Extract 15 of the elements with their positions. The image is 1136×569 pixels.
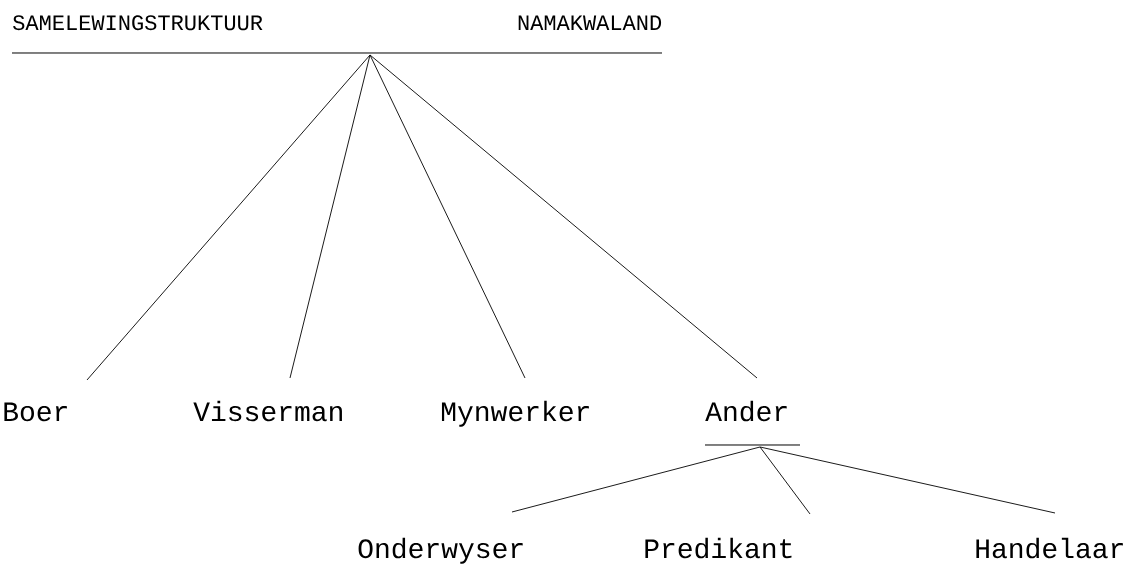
label-text: Handelaar — [976, 537, 1123, 559]
connector-line — [369, 54, 526, 379]
label-text: Visserman — [193, 400, 342, 422]
underlined-heading: SAMELEWINGSTRUKTUUR NAMAKWALAND — [11, 15, 663, 54]
label-text: Onderwyser — [358, 537, 523, 564]
connector-line — [759, 446, 1056, 514]
connector-line — [86, 54, 371, 381]
connector-line — [369, 54, 758, 379]
label-text: Boer — [4, 402, 67, 422]
connector-line — [759, 446, 811, 515]
connector-line — [289, 54, 371, 379]
connector-line — [511, 446, 761, 513]
underlined-heading: Ander — [704, 400, 801, 446]
label-text: Predikant — [645, 537, 792, 559]
label-text: Mynwerker — [441, 400, 589, 427]
